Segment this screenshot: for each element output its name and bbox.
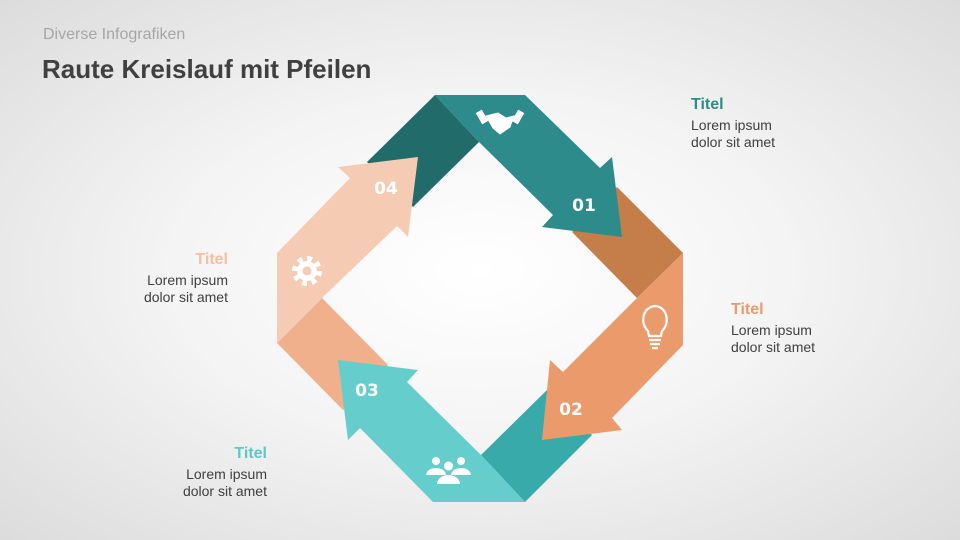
- step-title: Titel: [691, 96, 724, 113]
- step-title: Titel: [195, 251, 228, 268]
- arrow-04: [277, 157, 418, 343]
- step-02-label: Titel Lorem ipsum dolor sit amet: [731, 301, 815, 356]
- step-title: Titel: [234, 445, 267, 462]
- step-number-02: 02: [559, 400, 583, 420]
- step-number-01: 01: [572, 196, 596, 216]
- step-text: dolor sit amet: [143, 289, 228, 305]
- step-number-03: 03: [355, 381, 379, 401]
- step-text: Lorem ipsum: [186, 466, 267, 482]
- handshake-icon: [475, 109, 525, 135]
- step-text: Lorem ipsum: [147, 272, 228, 288]
- step-text: dolor sit amet: [731, 339, 816, 355]
- step-text: dolor sit amet: [182, 483, 267, 499]
- step-04-label: Titel Lorem ipsum dolor sit amet: [144, 251, 228, 306]
- lightbulb-icon: [642, 304, 668, 350]
- step-text: Lorem ipsum: [691, 117, 772, 133]
- step-text: Lorem ipsum: [731, 322, 812, 338]
- slide-subtitle: Diverse Infografiken: [43, 26, 186, 43]
- step-title: Titel: [731, 301, 764, 318]
- slide-title: Raute Kreislauf mit Pfeilen: [42, 54, 372, 84]
- step-number-04: 04: [374, 179, 398, 199]
- step-01-label: Titel Lorem ipsum dolor sit amet: [691, 96, 775, 151]
- gear-icon: [292, 256, 322, 286]
- arrow-03: [338, 360, 525, 502]
- step-03-label: Titel Lorem ipsum dolor sit amet: [183, 445, 267, 500]
- arrow-02: [542, 253, 683, 440]
- people-icon: [426, 457, 471, 484]
- arrow-01: [435, 95, 622, 237]
- step-text: dolor sit amet: [691, 134, 776, 150]
